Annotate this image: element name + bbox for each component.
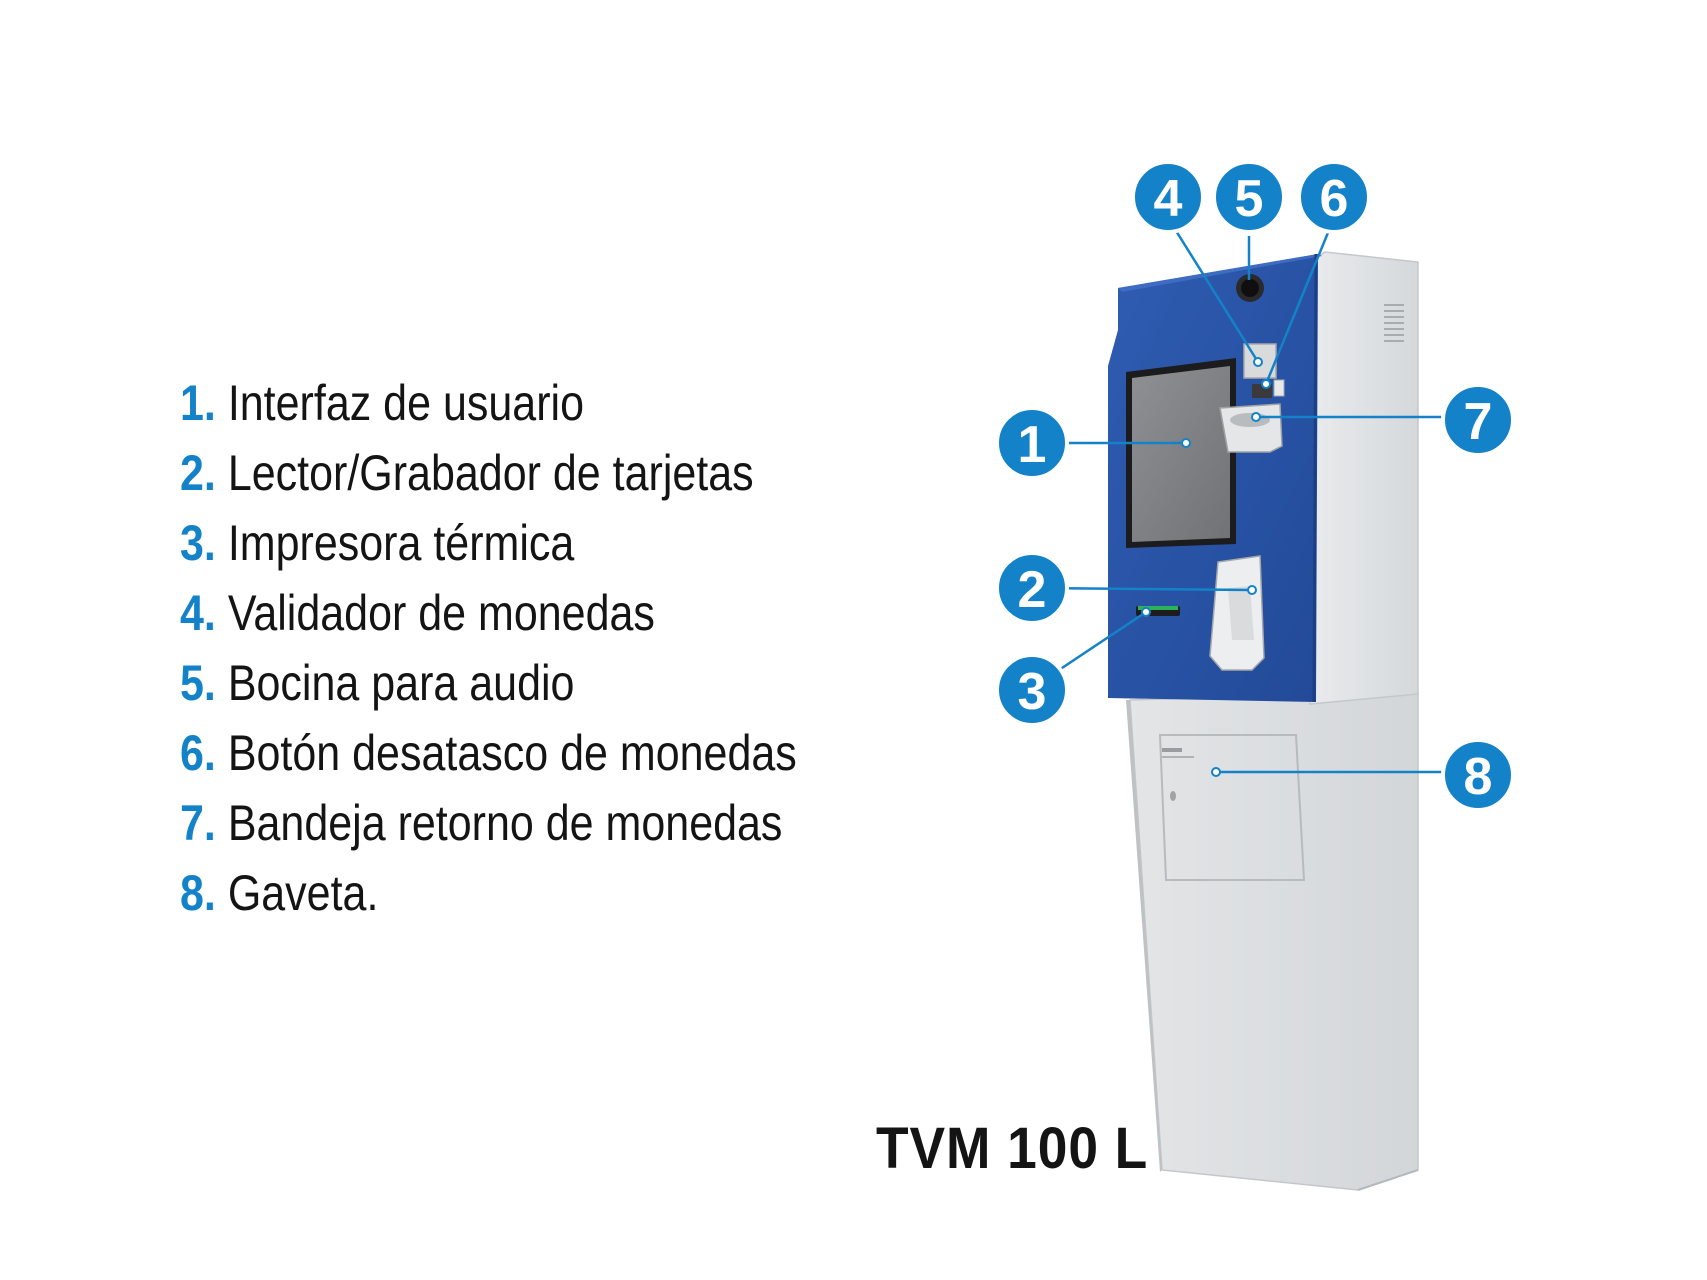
legend-label: Impresora térmica [227,515,575,571]
legend-label: Interfaz de usuario [227,375,584,431]
model-name: TVM 100 L [876,1116,1149,1181]
callout-6: 6 [1297,160,1371,234]
callout-number: 4 [1154,170,1183,228]
leader-dots [1141,357,1271,777]
legend-item-2: 2. Lector/Grabador de tarjetas [180,438,797,508]
legend-number: 3. [180,515,216,571]
cabinet-side [1309,251,1419,705]
pedestal [1126,691,1419,1191]
legend-label: Bocina para audio [227,655,575,711]
legend-label: Bandeja retorno de monedas [227,795,783,851]
callout-number: 1 [1018,416,1047,474]
legend-number: 1. [180,375,216,431]
cash-drawer [1158,734,1306,881]
callout-number: 5 [1235,170,1264,228]
touch-screen [1126,358,1236,548]
callout-number: 3 [1018,663,1047,721]
legend-label: Botón desatasco de monedas [227,725,797,781]
callout-1: 1 [995,406,1069,480]
legend-item-4: 4. Validador de monedas [180,578,797,648]
legend-number: 4. [180,585,216,641]
callout-number: 8 [1464,748,1493,806]
legend-number: 2. [180,445,216,501]
leader-lines [1031,217,1450,774]
callout-8: 8 [1441,738,1515,812]
legend-item-6: 6. Botón desatasco de monedas [180,718,797,788]
legend-number: 8. [180,865,216,921]
legend-item-5: 5. Bocina para audio [180,648,797,718]
legend-label: Validador de monedas [227,585,655,641]
callout-5: 5 [1212,160,1286,234]
callout-4: 4 [1131,160,1205,234]
legend-number: 7. [180,795,216,851]
callout-number: 7 [1464,393,1493,451]
legend-item-3: 3. Impresora térmica [180,508,797,578]
legend-item-1: 1. Interfaz de usuario [180,368,797,438]
callout-number: 2 [1018,561,1047,619]
legend-list: 1. Interfaz de usuario 2. Lector/Grabado… [180,368,897,928]
callout-7: 7 [1441,383,1515,457]
speaker [1236,274,1264,302]
callout-3: 3 [995,653,1069,727]
card-reader [1209,555,1265,671]
legend-item-7: 7. Bandeja retorno de monedas [180,788,797,858]
coin-return-tray [1219,403,1283,453]
legend-number: 6. [180,725,216,781]
vent-grille [1384,304,1404,342]
legend-item-8: 8. Gaveta. [180,858,797,928]
callout-2: 2 [995,551,1069,625]
legend-number: 5. [180,655,216,711]
legend-label: Gaveta. [227,865,379,921]
callout-number: 6 [1320,170,1349,228]
legend-label: Lector/Grabador de tarjetas [227,445,754,501]
